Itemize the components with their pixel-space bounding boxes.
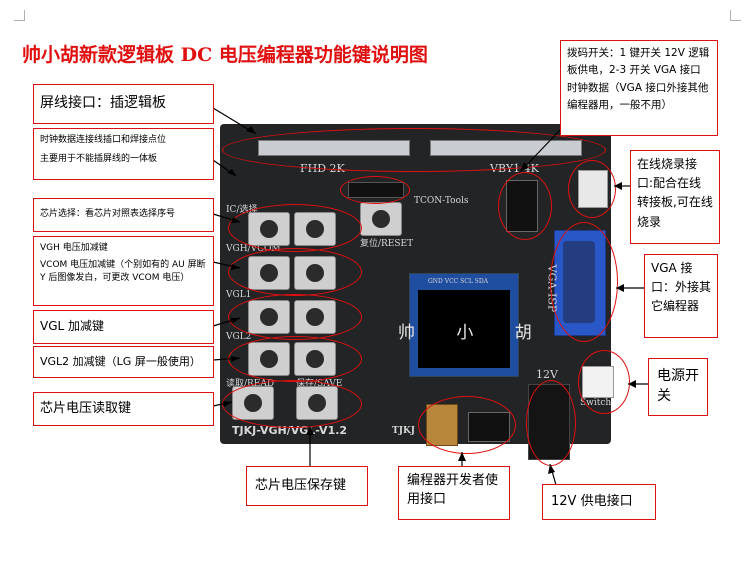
- label-vgh-line2: VCOM 电压加减键（个别如有的 AU 屏断 Y 后图像发白，可更改 VCOM …: [40, 260, 206, 284]
- model-silk: TJKJ-VGH/VGL-V1.2: [232, 424, 348, 437]
- vgl-silk: VGL1: [226, 290, 252, 300]
- label-vgl: VGL 加减键: [33, 310, 214, 344]
- label-clock-port-line1: 时钟数据连接线插口和焊接点位: [40, 135, 167, 145]
- page-corner-mark: [14, 10, 25, 21]
- brand-silk: TJKJ: [392, 426, 416, 436]
- vgh-vcom-silk: VGH/VCOM: [226, 244, 281, 254]
- oled-screen: [418, 290, 510, 368]
- highlight-ring: [222, 128, 606, 172]
- label-save: 芯片电压保存键: [246, 466, 368, 506]
- reset-button[interactable]: [360, 202, 402, 236]
- watermark: 帅 小 胡: [398, 323, 550, 343]
- reset-silk: 复位/RESET: [360, 239, 414, 249]
- label-vgl2: VGL2 加减键（LG 屏一般使用）: [33, 346, 214, 378]
- ic-select-silk: IC/选择: [226, 205, 258, 215]
- highlight-ring: [498, 172, 552, 240]
- label-online-burn: 在线烧录接口:配合在线转接板,可在线烧录: [630, 150, 720, 244]
- label-vga: VGA 接口：外接其它编程器: [644, 254, 718, 338]
- v12-silk: 12V: [536, 368, 558, 381]
- highlight-ring: [568, 160, 616, 218]
- label-read: 芯片电压读取键: [33, 392, 214, 426]
- tcon-silk: TCON-Tools: [414, 196, 469, 206]
- page-corner-mark: [730, 10, 741, 21]
- page-title: 帅小胡新款逻辑板 DC 电压编程器功能键说明图: [22, 44, 428, 66]
- label-dev-port: 编程器开发者使用接口: [398, 466, 510, 520]
- label-clock-port-line2: 主要用于不能插屏线的一体板: [40, 154, 158, 165]
- label-dip-switch: 拨码开关：1 键开关 12V 逻辑板供电，2-3 开关 VGA 接口时钟数据（V…: [560, 40, 718, 136]
- vgl2-silk: VGL2: [226, 332, 252, 342]
- highlight-ring: [578, 350, 630, 414]
- label-vgh-vcom: VGH 电压加减键 VCOM 电压加减键（个别如有的 AU 屏断 Y 后图像发白…: [33, 236, 214, 306]
- label-power-input: 12V 供电接口: [542, 484, 656, 520]
- label-power-switch: 电源开关: [648, 358, 708, 416]
- oled-module: GND VCC SCL SDA: [409, 273, 519, 377]
- label-screen-port: 屏线接口：插逻辑板: [33, 84, 214, 124]
- oled-pins: GND VCC SCL SDA: [428, 278, 489, 285]
- highlight-ring: [340, 176, 410, 204]
- label-vgh-line1: VGH 电压加减键: [40, 243, 108, 253]
- label-clock-port: 时钟数据连接线插口和焊接点位 主要用于不能插屏线的一体板: [33, 128, 214, 180]
- highlight-ring: [550, 222, 618, 342]
- label-chip-select: 芯片选择：看芯片对照表选择序号: [33, 198, 214, 232]
- highlight-ring: [418, 396, 516, 454]
